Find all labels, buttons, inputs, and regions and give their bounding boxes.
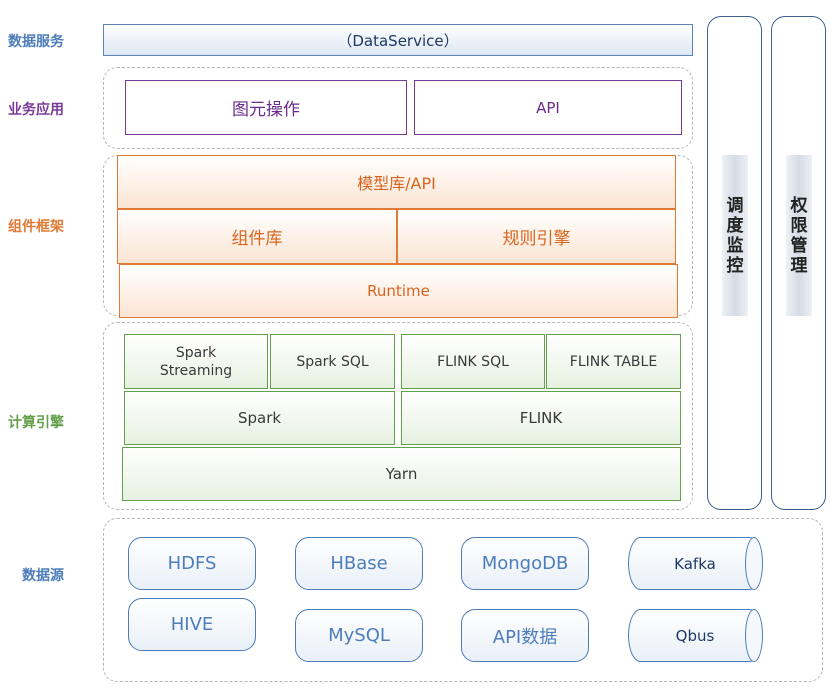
qbus-cylinder: Qbus <box>628 609 762 662</box>
flink-text: FLINK <box>519 409 563 427</box>
kafka-text: Kafka <box>674 554 716 573</box>
qbus-text: Qbus <box>675 626 715 645</box>
label-component-framework: 组件框架 <box>8 219 64 235</box>
permissions-pillar-inner: 权限管理 <box>786 155 812 316</box>
api-data-box: API数据 <box>461 609 589 662</box>
mysql-text: MySQL <box>328 625 390 646</box>
kafka-cylinder: Kafka <box>628 537 762 590</box>
api-text: API <box>536 98 560 117</box>
data-service-bar: （DataService） <box>103 24 693 56</box>
data-source-group <box>103 518 823 682</box>
business-app-group <box>103 67 693 149</box>
api-box: API <box>414 80 682 135</box>
hive-text: HIVE <box>170 614 214 635</box>
hbase-box: HBase <box>295 537 423 590</box>
component-lib-box: 组件库 <box>117 209 397 264</box>
spark-streaming-box: Spark Streaming <box>124 334 268 389</box>
compute-engine-group <box>103 322 693 510</box>
rule-engine-box: 规则引擎 <box>397 209 676 264</box>
yarn-box: Yarn <box>122 447 681 501</box>
data-service-text: （DataService） <box>337 31 459 50</box>
flink-table-text: FLINK TABLE <box>569 353 658 370</box>
spark-sql-text: Spark SQL <box>296 353 369 370</box>
qbus-cylinder-end <box>745 609 763 662</box>
mongodb-text: MongoDB <box>481 553 569 574</box>
graph-op-box: 图元操作 <box>125 80 407 135</box>
mongodb-box: MongoDB <box>461 537 589 590</box>
rule-engine-text: 规则引擎 <box>502 229 571 249</box>
hdfs-text: HDFS <box>167 553 217 574</box>
label-data-service: 数据服务 <box>8 34 64 50</box>
label-business-app: 业务应用 <box>8 102 64 118</box>
spark-streaming-text: Spark Streaming <box>159 344 233 379</box>
kafka-cylinder-end <box>745 537 763 590</box>
runtime-text: Runtime <box>367 282 430 300</box>
yarn-text: Yarn <box>385 465 418 483</box>
hdfs-box: HDFS <box>128 537 256 590</box>
scheduling-pillar-inner: 调度监控 <box>722 155 748 316</box>
flink-sql-text: FLINK SQL <box>437 353 509 370</box>
spark-sql-box: Spark SQL <box>270 334 395 389</box>
label-data-source: 数据源 <box>22 568 64 584</box>
hive-box: HIVE <box>128 598 256 651</box>
model-lib-box: 模型库/API <box>117 155 676 209</box>
permissions-text: 权限管理 <box>790 195 808 276</box>
flink-box: FLINK <box>401 391 681 445</box>
label-compute-engine: 计算引擎 <box>8 415 64 431</box>
component-lib-text: 组件库 <box>231 229 283 249</box>
model-lib-text: 模型库/API <box>357 174 436 193</box>
spark-box: Spark <box>124 391 395 445</box>
flink-table-box: FLINK TABLE <box>546 334 681 389</box>
runtime-box: Runtime <box>119 264 678 318</box>
spark-text: Spark <box>237 409 282 427</box>
api-data-text: API数据 <box>492 626 558 648</box>
graph-op-text: 图元操作 <box>232 100 300 120</box>
mysql-box: MySQL <box>295 609 423 662</box>
scheduling-text: 调度监控 <box>726 195 744 276</box>
flink-sql-box: FLINK SQL <box>401 334 545 389</box>
hbase-text: HBase <box>330 553 388 574</box>
